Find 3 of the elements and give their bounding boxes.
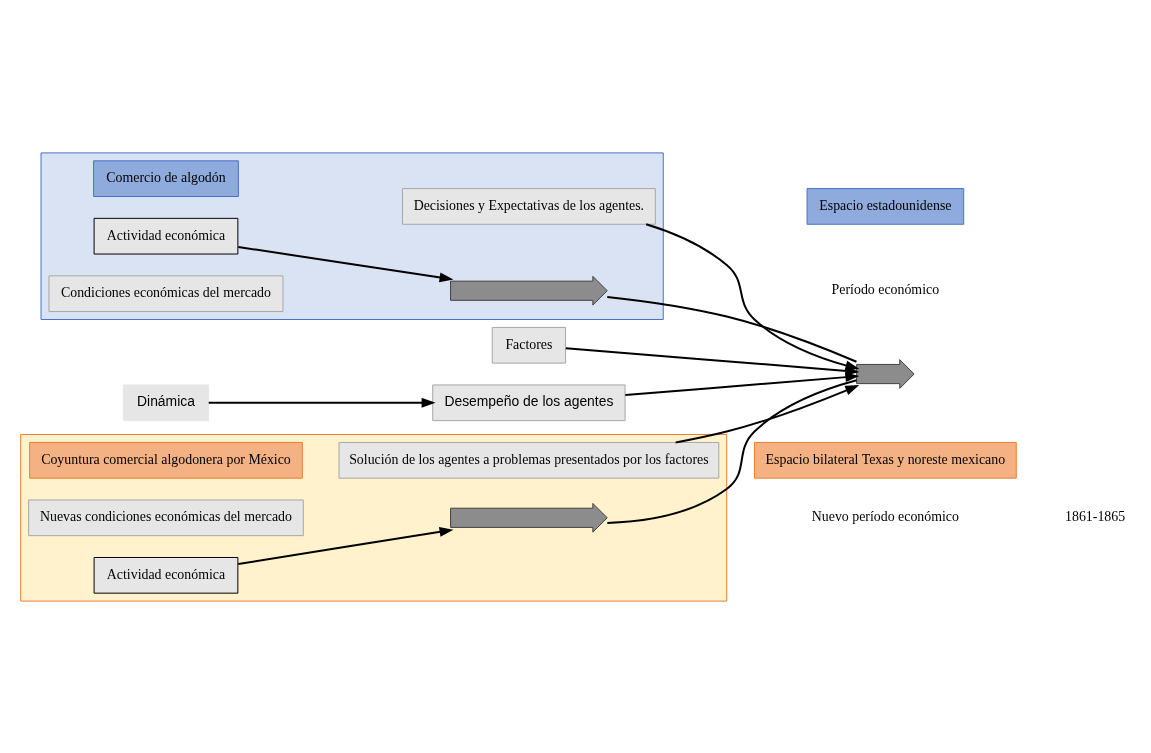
label: Período económico <box>831 281 940 297</box>
label: Nuevo período económico <box>811 508 959 524</box>
label: 1861-1865 <box>1065 508 1126 524</box>
